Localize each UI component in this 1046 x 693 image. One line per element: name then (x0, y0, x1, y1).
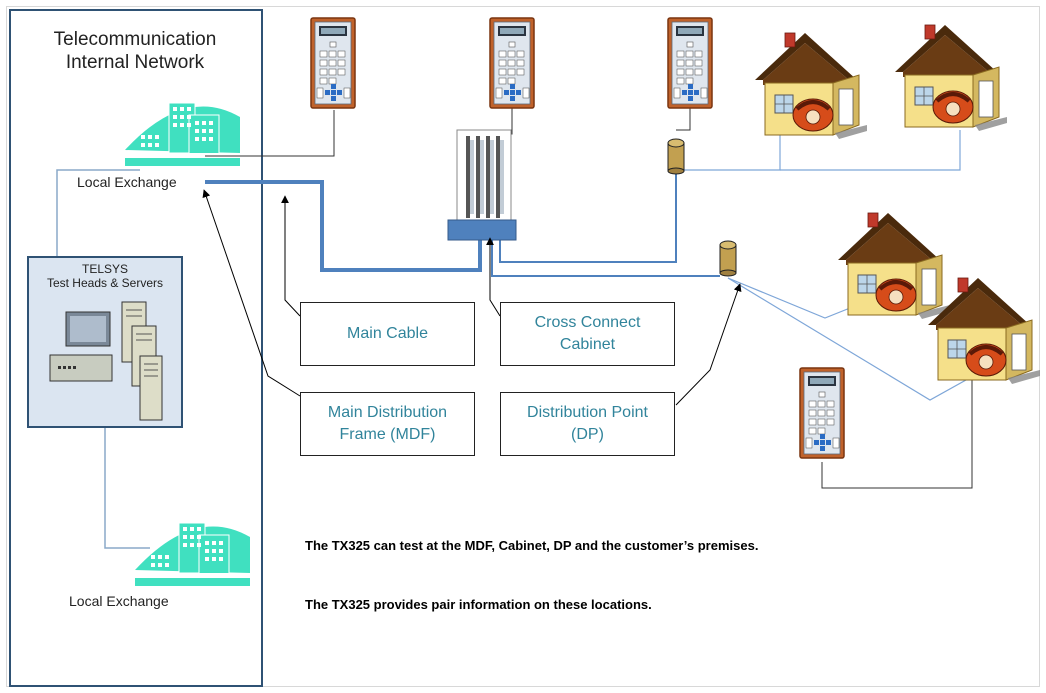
local-exchange-top-icon (124, 102, 241, 167)
label-arrows (202, 189, 742, 406)
mdf-label-line1: Main Distribution (327, 404, 448, 421)
telsys-title-line2: Test Heads & Servers (46, 276, 164, 290)
cross-connect-cabinet-icon (447, 129, 517, 241)
dp-label-line1: Distribution Point (527, 404, 648, 421)
cross-connect-box: Cross Connect Cabinet (500, 302, 675, 366)
tester-device-3-icon (667, 17, 713, 109)
mdf-box: Main Distribution Frame (MDF) (300, 392, 475, 456)
local-exchange-bottom-icon (134, 522, 251, 587)
main-cable-label: Main Cable (347, 325, 428, 342)
local-exchange-top-label: Local Exchange (77, 174, 177, 190)
cross-connect-label-line1: Cross Connect (534, 314, 641, 331)
dp-canister-2-icon (719, 240, 737, 277)
house-4-icon (926, 276, 1042, 386)
tester-device-1-icon (310, 17, 356, 109)
panel-title-line2: Internal Network (65, 52, 205, 73)
tester3-link (676, 108, 691, 131)
house-2-icon (893, 23, 1009, 133)
tester-device-2-icon (489, 17, 535, 109)
tester4-link (821, 380, 973, 489)
house-1-icon (753, 31, 869, 141)
panel-title: Telecommunication Internal Network (10, 28, 260, 74)
house-3-icon (836, 211, 952, 321)
cross-connect-label-line2: Cabinet (559, 336, 616, 353)
dp-canister-1-icon (667, 138, 685, 175)
note-line-2: The TX325 provides pair information on t… (305, 597, 652, 612)
tester-device-4-icon (799, 367, 845, 459)
dp-box: Distribution Point (DP) (500, 392, 675, 456)
diagram-frame (6, 6, 1040, 687)
main-cable-box: Main Cable (300, 302, 475, 366)
internal-links (56, 169, 150, 549)
local-exchange-bottom-label: Local Exchange (69, 593, 169, 609)
panel-title-line1: Telecommunication (53, 29, 217, 50)
cabinet-cables (491, 170, 720, 277)
main-cable-line (205, 180, 482, 272)
telsys-title-line1: TELSYS (81, 262, 129, 276)
mdf-label-line2: Frame (MDF) (339, 426, 436, 443)
dp-label-line2: (DP) (571, 426, 604, 443)
note-line-1: The TX325 can test at the MDF, Cabinet, … (305, 538, 759, 553)
servers-icon (49, 301, 163, 421)
telsys-title: TELSYS Test Heads & Servers (27, 262, 183, 290)
tester1-link (205, 110, 335, 157)
